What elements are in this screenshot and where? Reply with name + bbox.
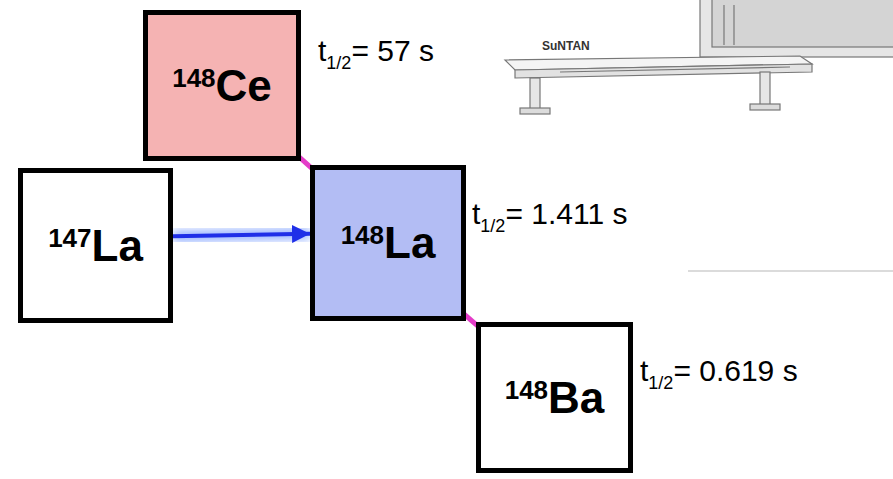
nuclide-symbol: 147La: [48, 224, 143, 268]
nuclide-symbol: 148Ce: [172, 64, 272, 108]
nuclide-box: 148Ba: [476, 322, 633, 473]
nuclide-box: 148La: [310, 165, 466, 321]
half-life-label: t1/2= 1.411 s: [472, 199, 627, 229]
capture-arrow: [173, 234, 310, 237]
half-life-label: t1/2= 0.619 s: [640, 356, 798, 386]
nuclide-symbol: 148Ba: [505, 376, 605, 420]
arrow-glow: [173, 234, 310, 237]
suntan-device: [505, 0, 893, 114]
nuclide-symbol: 148La: [341, 221, 436, 265]
half-life-label: t1/2= 57 s: [318, 36, 434, 66]
divider-line: [688, 270, 893, 272]
device-label: SuNTAN: [542, 40, 590, 52]
nuclide-box: 147La: [18, 168, 173, 323]
nuclide-box: 148Ce: [143, 10, 301, 161]
